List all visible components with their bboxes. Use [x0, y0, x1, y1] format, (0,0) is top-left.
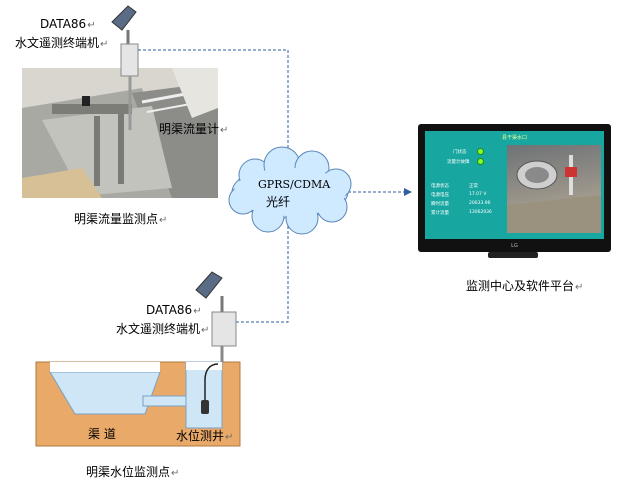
center-caption: 监测中心及软件平台↵ [466, 279, 584, 293]
flow-meter-label: 明渠流量计↵ [159, 122, 229, 136]
screen-data-label: 电源电压 [431, 193, 449, 198]
monitor-brand: LG [511, 243, 518, 249]
flume-photo-drawing [22, 68, 218, 198]
monitor-stand [488, 252, 538, 258]
screen-title: 县干渠水口 [501, 135, 527, 141]
monitor: 县干渠水口 门状态 流量计故障 电源状态 正常 电源电压 17.07 V 瞬时流… [418, 124, 611, 252]
top-terminal-label: 水文遥测终端机↵ [15, 36, 109, 50]
top-model-label: DATA86↵ [40, 17, 96, 31]
top-terminal-box [120, 43, 139, 77]
channel-cross-section [35, 361, 241, 447]
bottom-model-label: DATA86↵ [146, 303, 202, 317]
connector-lines [138, 49, 404, 323]
arrow-head [404, 188, 412, 196]
monitor-screen: 县干渠水口 门状态 流量计故障 电源状态 正常 电源电压 17.07 V 瞬时流… [425, 131, 604, 239]
status-led [477, 148, 484, 155]
screen-data-value: 13062036 [469, 210, 492, 215]
bottom-terminal-label: 水文遥测终端机↵ [116, 322, 210, 336]
bottom-terminal-box [211, 311, 237, 347]
screen-data-value: 20633.96 [469, 201, 491, 206]
bottom-caption: 明渠水位监测点↵ [86, 465, 180, 479]
channel-label: 渠 道 [88, 427, 116, 441]
screen-data-value: 正常 [469, 184, 478, 189]
cloud-label-1: GPRS/CDMA [258, 178, 331, 191]
screen-status-label: 流量计故障 [447, 160, 470, 165]
cloud-label-2: 光纤 [266, 195, 291, 209]
status-led [477, 158, 484, 165]
screen-status-label: 门状态 [453, 150, 467, 155]
well-label: 水位测井↵ [176, 429, 234, 443]
screen-data-label: 电源状态 [431, 184, 449, 189]
top-solar-panel [111, 5, 137, 44]
screen-data-label: 瞬时流量 [431, 202, 449, 207]
screen-data-label: 累计流量 [431, 211, 449, 216]
screen-photo [507, 145, 601, 233]
screen-data-value: 17.07 V [469, 192, 487, 197]
screen-photo-drawing [507, 155, 601, 233]
top-caption: 明渠流量监测点↵ [74, 212, 168, 226]
flume-photo [22, 68, 218, 198]
bottom-solar-panel [195, 271, 224, 312]
